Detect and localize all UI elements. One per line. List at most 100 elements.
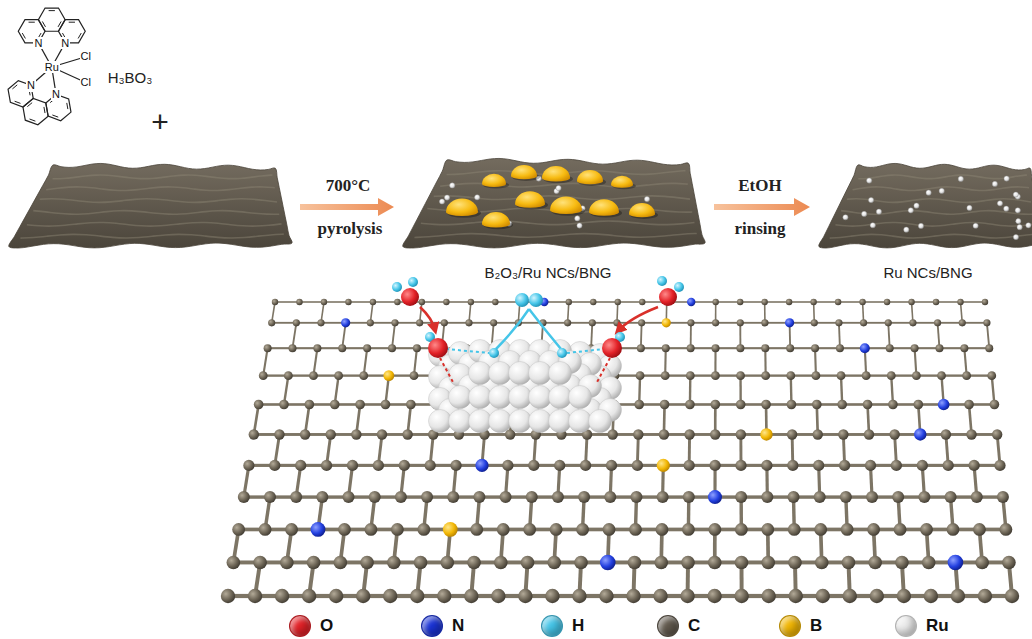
carbon-atom bbox=[895, 556, 909, 570]
process-arrow bbox=[300, 198, 394, 216]
carbon-atom bbox=[574, 556, 588, 570]
carbon-atom bbox=[761, 319, 768, 326]
carbon-atom bbox=[295, 460, 306, 471]
carbon-atom bbox=[329, 589, 343, 603]
carbon-atom bbox=[629, 523, 642, 536]
ru-nanocluster-dot bbox=[870, 223, 875, 228]
carbon-atom bbox=[708, 556, 722, 570]
adsorption-arrow bbox=[420, 307, 435, 330]
carbon-atom bbox=[450, 460, 461, 471]
carbon-atom bbox=[269, 460, 280, 471]
carbon-atom bbox=[934, 319, 941, 326]
carbon-atom bbox=[788, 556, 802, 570]
carbon-atom bbox=[554, 460, 565, 471]
carbon-atom bbox=[712, 299, 718, 305]
b2o3-particle bbox=[482, 174, 506, 187]
carbon-atom bbox=[467, 556, 481, 570]
carbon-atom bbox=[737, 319, 744, 326]
carbon-atom bbox=[957, 299, 963, 305]
carbon-atom bbox=[815, 556, 829, 570]
carbon-atom bbox=[221, 589, 235, 603]
carbon-atom bbox=[933, 299, 939, 305]
lattice-bond bbox=[912, 301, 936, 303]
sheet-ripple bbox=[841, 211, 1032, 215]
carbon-atom bbox=[521, 556, 535, 570]
illustration bbox=[8, 8, 1032, 603]
carbon-atom bbox=[572, 589, 586, 603]
carbon-atom bbox=[290, 491, 302, 503]
carbon-atom bbox=[868, 556, 882, 570]
carbon-atom bbox=[345, 299, 351, 305]
double-bond bbox=[22, 33, 25, 38]
carbon-atom bbox=[707, 589, 721, 603]
carbon-atom bbox=[680, 589, 694, 603]
carbon-atom bbox=[497, 523, 510, 536]
carbon-atom bbox=[634, 400, 644, 410]
double-bond bbox=[78, 33, 81, 38]
carbon-atom bbox=[632, 460, 643, 471]
carbon-atom bbox=[227, 556, 241, 570]
carbon-atom bbox=[982, 299, 988, 305]
double-bond bbox=[44, 107, 45, 113]
carbon-atom bbox=[836, 344, 844, 352]
carbon-atom bbox=[628, 556, 642, 570]
lattice-bond bbox=[275, 301, 299, 303]
carbon-atom bbox=[971, 491, 983, 503]
boron-atom bbox=[443, 522, 458, 537]
carbon-atom bbox=[912, 371, 921, 380]
lattice-bond bbox=[324, 301, 348, 303]
carbon-atom bbox=[935, 344, 943, 352]
carbon-atom bbox=[590, 299, 596, 305]
carbon-atom bbox=[360, 556, 374, 570]
carbon-atom bbox=[369, 491, 381, 503]
carbon-atom bbox=[859, 299, 865, 305]
carbon-atom bbox=[987, 371, 996, 380]
carbon-atom bbox=[365, 523, 378, 536]
ru-atom bbox=[469, 386, 492, 409]
carbon-atom bbox=[814, 523, 827, 536]
lattice-bond bbox=[395, 322, 420, 324]
carbon-atom bbox=[812, 371, 821, 380]
carbon-atom bbox=[999, 523, 1012, 536]
carbon-atom bbox=[1002, 556, 1016, 570]
legend-item: C bbox=[668, 626, 669, 627]
carbon-atom bbox=[941, 429, 951, 439]
carbon-atom bbox=[293, 319, 300, 326]
carbon-atom bbox=[500, 491, 512, 503]
carbon-atom bbox=[249, 429, 259, 439]
carbon-atom bbox=[313, 344, 321, 352]
ru-nanocluster-dot bbox=[644, 196, 649, 201]
carbon-atom bbox=[296, 299, 302, 305]
atom-label: N bbox=[33, 37, 43, 50]
carbon-atom bbox=[964, 400, 974, 410]
ru-atom bbox=[509, 362, 532, 385]
graphene-sheet bbox=[9, 163, 292, 248]
carbon-atom bbox=[630, 491, 642, 503]
b2o3-particle bbox=[577, 170, 603, 184]
carbon-atom bbox=[580, 460, 591, 471]
sheet-ripple bbox=[421, 221, 695, 225]
carbon-atom bbox=[468, 299, 474, 305]
carbon-atom bbox=[761, 589, 775, 603]
carbon-atom bbox=[264, 491, 276, 503]
carbon-atom bbox=[943, 460, 954, 471]
carbon-atom bbox=[383, 589, 397, 603]
legend-swatch bbox=[895, 615, 917, 637]
hydrogen-atom bbox=[392, 282, 402, 292]
nitrogen-atom bbox=[475, 459, 488, 472]
ru-nanocluster-dot bbox=[914, 203, 919, 208]
carbon-atom bbox=[254, 400, 264, 410]
carbon-atom bbox=[786, 371, 795, 380]
lattice-bond bbox=[814, 301, 838, 303]
legend-text: O bbox=[320, 616, 333, 636]
sheet-surface bbox=[819, 163, 1032, 248]
nitrogen-atom bbox=[860, 343, 870, 353]
ru-atom bbox=[509, 386, 532, 409]
hydrogen-atom bbox=[657, 276, 667, 286]
ru-nanocluster-dot bbox=[958, 176, 963, 181]
atom-label: Cl bbox=[80, 50, 92, 63]
nitrogen-atom bbox=[914, 428, 926, 440]
ru-nanocluster-dot bbox=[867, 178, 872, 183]
carbon-atom bbox=[550, 523, 563, 536]
carbon-atom bbox=[421, 491, 433, 503]
